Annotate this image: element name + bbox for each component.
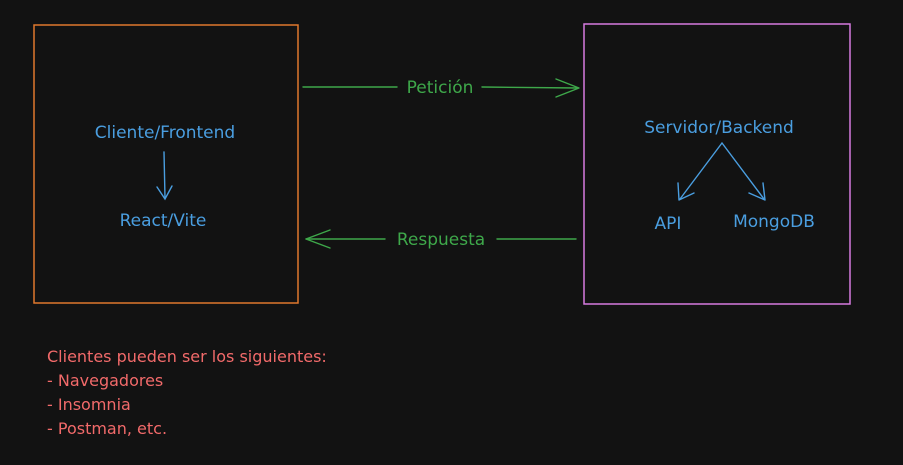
server-branch-arrows [677,142,766,201]
clients-note-item: - Postman, etc. [47,419,168,438]
server-box [583,23,851,305]
server-child-mongodb: MongoDB [733,212,815,232]
client-subtitle: React/Vite [120,211,207,231]
clients-note-item: - Insomnia [47,395,131,414]
clients-note: Clientes pueden ser los siguientes: - Na… [47,345,327,441]
clients-note-item: - Navegadores [47,371,164,390]
client-down-arrow [156,151,173,201]
request-arrow [302,78,580,98]
server-title: Servidor/Backend [644,118,794,138]
response-label: Respuesta [397,230,485,250]
clients-note-heading: Clientes pueden ser los siguientes: [47,347,327,366]
response-arrow [305,229,577,249]
client-title: Cliente/Frontend [95,123,235,143]
client-box [33,24,299,304]
request-label: Petición [407,78,474,98]
server-child-api: API [655,214,682,234]
